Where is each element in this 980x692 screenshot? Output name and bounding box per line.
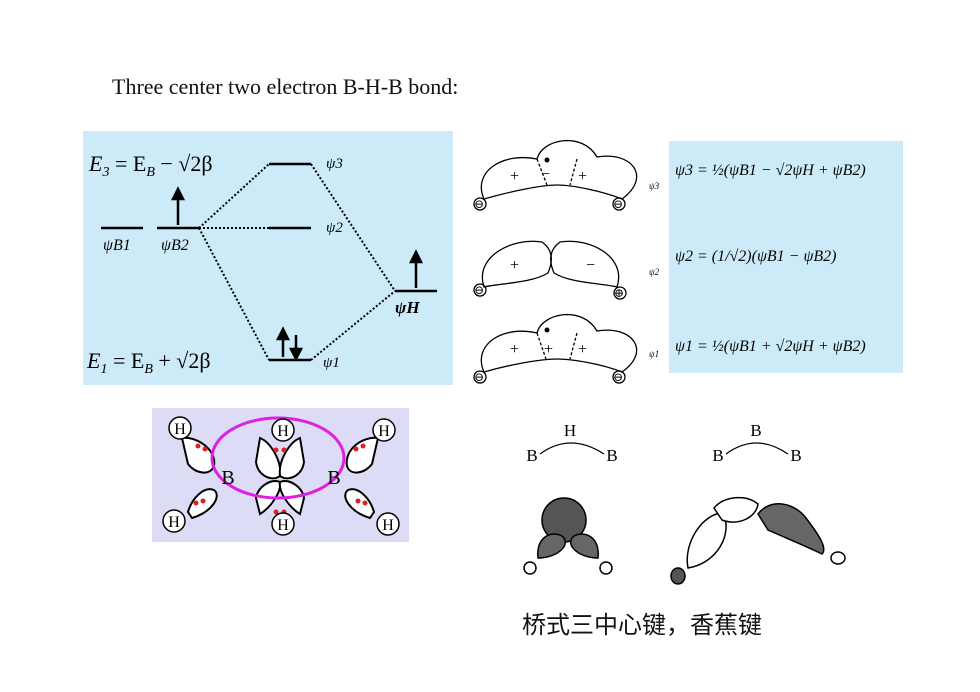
orbital-psi2 <box>473 240 627 300</box>
psi3-level-label: ψ3 <box>326 156 343 172</box>
svg-text:B: B <box>526 446 537 465</box>
svg-text:B: B <box>712 446 723 465</box>
svg-text:H: H <box>174 421 186 438</box>
psiB2-label: ψB2 <box>161 237 189 254</box>
svg-text:+: + <box>578 341 587 358</box>
diborane-bonding-diagram: H H H H H H B B <box>152 408 409 542</box>
svg-text:⊖: ⊖ <box>613 197 623 211</box>
tag-psi1: ψ1 <box>649 349 659 359</box>
svg-text:H: H <box>564 421 576 440</box>
wavefunction-equations: ψ3 = ½(ψB1 − √2ψH + ψB2) ψ2 = (1/√2)(ψB1… <box>669 141 903 373</box>
bridge-bond-shape <box>523 497 613 575</box>
psi2-level-label: ψ2 <box>326 220 343 236</box>
svg-text:B: B <box>790 446 801 465</box>
psi1-level-label: ψ1 <box>323 355 340 371</box>
three-center-bond-ring <box>210 416 346 500</box>
svg-text:B: B <box>221 467 234 489</box>
svg-text:H: H <box>378 423 390 440</box>
orbital-psi3 <box>473 140 638 211</box>
svg-text:B: B <box>750 421 761 440</box>
svg-text:H: H <box>168 514 180 531</box>
svg-text:−: − <box>586 257 595 274</box>
svg-text:+: + <box>510 168 519 185</box>
e1-label: E1 = EB + √2β <box>86 348 211 377</box>
svg-text:H: H <box>277 517 289 534</box>
bridge-bond-sketches: H B B B B B <box>523 421 846 585</box>
page-title: Three center two electron B-H-B bond: <box>112 74 459 99</box>
svg-text:⊖: ⊖ <box>474 197 484 211</box>
svg-text:B: B <box>327 467 340 489</box>
svg-text:⊖: ⊖ <box>474 370 484 384</box>
equation-psi1: ψ1 = ½(ψB1 + √2ψH + ψB2) <box>675 338 866 355</box>
mo-panel-bg <box>83 131 453 385</box>
svg-text:+: + <box>510 257 519 274</box>
banana-bond-shape <box>670 496 846 585</box>
psiB1-label: ψB1 <box>103 237 131 254</box>
svg-text:+: + <box>510 341 519 358</box>
equation-psi3: ψ3 = ½(ψB1 − √2ψH + ψB2) <box>675 162 866 179</box>
svg-text:+: + <box>578 168 587 185</box>
svg-text:−: − <box>541 166 550 183</box>
svg-text:H: H <box>277 423 289 440</box>
psiH-label: ψH <box>395 298 420 317</box>
svg-text:H: H <box>382 517 394 534</box>
svg-text:B: B <box>606 446 617 465</box>
tag-psi3: ψ3 <box>649 181 660 191</box>
mo-energy-diagram: E3 = EB − √2β E1 = EB + √2β ψ3 ψ2 ψ1 ψB1… <box>83 131 453 385</box>
svg-text:+: + <box>544 341 553 358</box>
svg-text:⊖: ⊖ <box>613 370 623 384</box>
orbital-psi1 <box>473 314 638 384</box>
caption: 桥式三中心键，香蕉键 <box>522 611 762 639</box>
equation-psi2: ψ2 = (1/√2)(ψB1 − ψB2) <box>675 248 837 265</box>
svg-text:⊕: ⊕ <box>614 286 624 300</box>
svg-text:⊖: ⊖ <box>474 283 484 297</box>
tag-psi2: ψ2 <box>649 267 660 277</box>
orbital-sketches: + − + ⊖ ⊖ + − ⊖ ⊕ + + + ⊖ ⊖ ψ3 ψ2 ψ1 <box>473 140 660 384</box>
e3-label: E3 = EB − √2β <box>88 151 213 180</box>
